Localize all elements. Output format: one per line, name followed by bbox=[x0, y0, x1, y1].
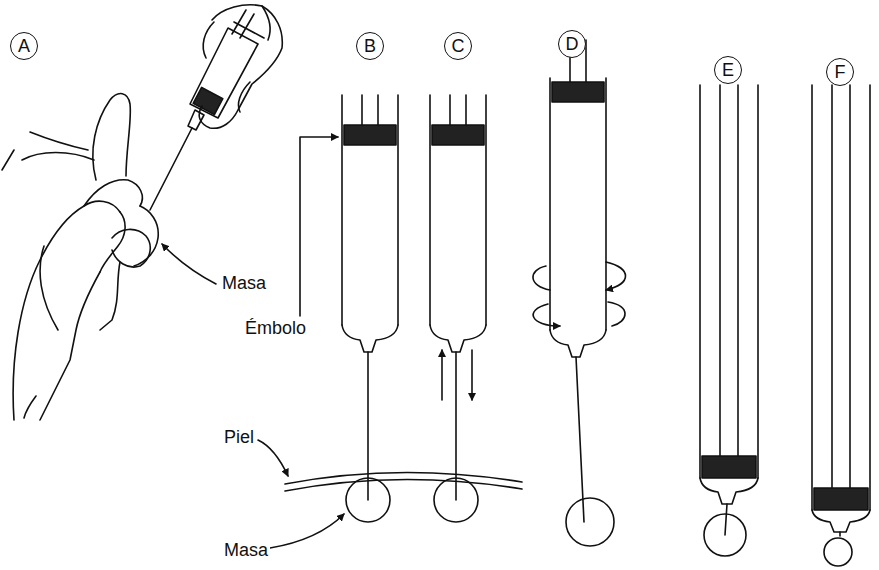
panel-letter: A bbox=[10, 32, 38, 60]
leader-line bbox=[258, 440, 288, 476]
panel-letter-text: E bbox=[722, 61, 734, 79]
mass-label: Masa bbox=[222, 541, 270, 561]
panel-letter-text: A bbox=[18, 37, 30, 55]
panel-letter-text: F bbox=[835, 63, 846, 81]
syringe-d bbox=[533, 40, 626, 546]
leader-line bbox=[270, 514, 344, 548]
panel-letter: E bbox=[714, 56, 742, 84]
panel-letter-text: D bbox=[566, 35, 579, 53]
panel-letter: C bbox=[444, 32, 472, 60]
leader-line bbox=[300, 137, 338, 316]
panel-letter: B bbox=[356, 32, 384, 60]
plunger-label: Émbolo bbox=[243, 319, 308, 339]
hand-drawing bbox=[2, 5, 282, 420]
syringe-b bbox=[342, 95, 398, 522]
syringe-f bbox=[812, 85, 870, 566]
leader-line bbox=[162, 244, 216, 284]
skin-line bbox=[285, 479, 522, 491]
skin-label: Piel bbox=[222, 428, 256, 448]
syringe-e bbox=[700, 85, 758, 556]
skin-line bbox=[285, 472, 522, 484]
syringe-c bbox=[430, 95, 486, 522]
panel-letter: F bbox=[826, 58, 854, 86]
panel-letter-text: B bbox=[364, 37, 376, 55]
mass-label: Masa bbox=[220, 274, 268, 294]
panel-letter: D bbox=[558, 30, 586, 58]
panel-letter-text: C bbox=[452, 37, 465, 55]
